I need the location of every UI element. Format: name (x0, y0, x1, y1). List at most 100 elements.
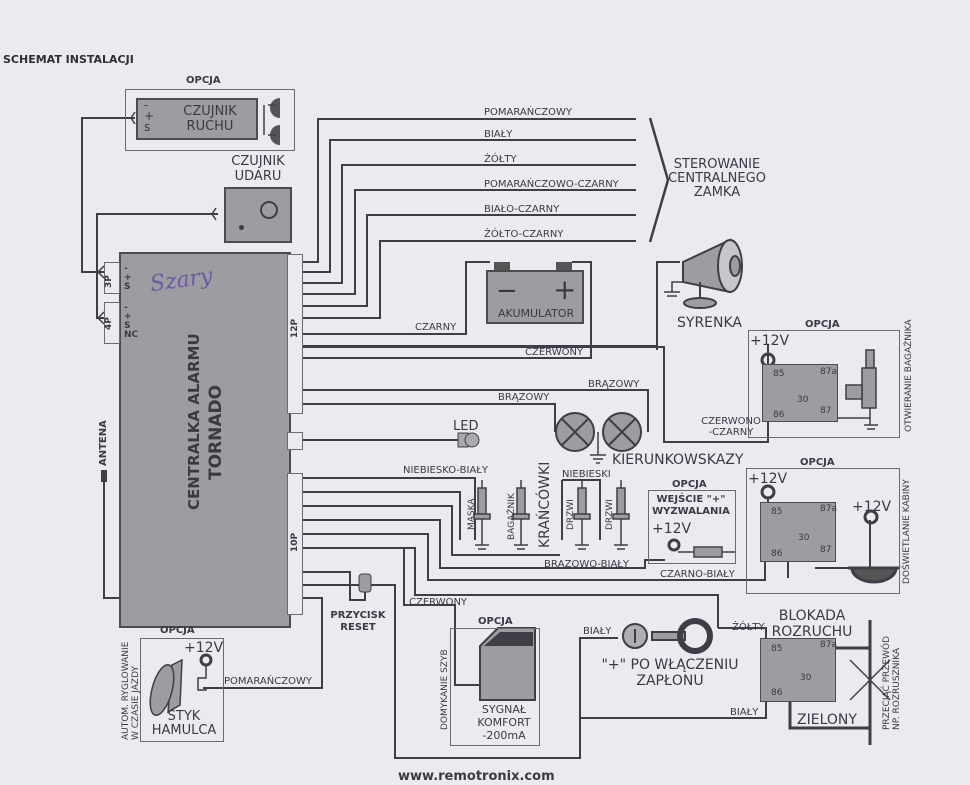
relay-pin: 86 (773, 410, 785, 420)
limit-switches-label: KRAŃCÓWKI (537, 461, 553, 548)
wire-czarno-bialy (292, 533, 766, 581)
relay-pin: 30 (800, 673, 812, 683)
wire-czarny-label: CZARNY (415, 322, 457, 333)
wire-czarny (292, 261, 490, 335)
relay-pin: 85 (773, 369, 785, 379)
wire-bialo-czarny (292, 214, 636, 307)
footer-url[interactable]: www.remotronix.com (398, 769, 555, 784)
central-unit (119, 252, 291, 628)
wire-brazowo-bialy-label: BRĄZOWO-BIAŁY (544, 559, 630, 570)
trigger-label: WEJŚCIE "+"WYZWALANIA (652, 494, 730, 517)
wire-label: POMARAŃCZOWO-CZARNY (484, 179, 619, 190)
relay-pin: 86 (771, 549, 783, 559)
connector-4p-label: 4P (104, 317, 114, 330)
comfort-side-label: DOMYKANIE SZYB (440, 649, 450, 730)
cabin-lamp-voltage: +12V (852, 499, 892, 515)
siren-icon (664, 238, 743, 309)
motion-sensor-option: OPCJA (186, 75, 221, 86)
wire-pomaranczowy-brake (203, 597, 323, 689)
brake-frame (140, 638, 224, 742)
antenna-label: ANTENA (98, 420, 109, 466)
motion-sensor-dome-icon (270, 98, 280, 118)
relay-pin: 30 (797, 395, 809, 405)
switch-label: DRZWI (566, 499, 576, 530)
immobilizer-relay (760, 638, 836, 702)
motion-sensor-pin: -+s (144, 98, 155, 134)
comfort-option: OPCJA (478, 616, 513, 627)
wire-pom-czarny (292, 189, 636, 295)
wire-brazowy-1 (292, 389, 649, 432)
wire-czarno-bialy-label: CZARNO-BIAŁY (660, 569, 735, 580)
cabin-relay-title: DOŚWIETLANIE KABINY (902, 479, 912, 584)
wire-bialy-label: BIAŁY (583, 626, 612, 637)
wire-czerwony-comfort (403, 548, 480, 686)
turn-signal-icon (555, 412, 642, 452)
wire-brazowo-bialy (292, 505, 560, 556)
wire-zielony-label: ZIELONY (797, 712, 857, 728)
wire-zolty (292, 164, 636, 284)
antenna-icon (101, 470, 107, 482)
relay-pin: 87a (820, 640, 837, 650)
connector-3p-label: 3P (104, 275, 114, 288)
wire-pomaranczowy-brake-label: POMARAŃCZOWY (224, 676, 312, 687)
relay-pin: 87a (820, 367, 837, 377)
connector-10p-label: 10P (290, 532, 300, 552)
trunk-relay-voltage: +12V (750, 333, 790, 349)
wire-niebieski (562, 479, 601, 540)
cabin-relay-frame (746, 468, 900, 594)
brake-option: OPCJA (160, 625, 195, 636)
battery-plus: + (553, 273, 577, 306)
wire-zolto-czarny (292, 240, 636, 319)
wire-niebiesko-bialy (292, 477, 476, 540)
connector-led (287, 432, 303, 450)
crosshair-icon (260, 201, 278, 219)
wire-niebiesko-bialy-label: NIEBIESKO-BIAŁY (403, 465, 489, 476)
relay-pin: 87 (820, 406, 832, 416)
wire-pomaranczowy (292, 118, 636, 263)
cabin-lamp-icon (848, 566, 900, 584)
wire-brazowy-label: BRĄZOWY (588, 379, 640, 390)
central-unit-line2: TORNADO (206, 384, 226, 480)
comfort-module-icon (479, 627, 536, 701)
wire-brazowy-2 (292, 403, 556, 432)
brake-pedal-icon (149, 658, 183, 716)
switch-label: BAGAŻNIK (507, 493, 517, 540)
wire-label: BIAŁO-CZARNY (484, 204, 560, 215)
wire-label: BIAŁY (484, 129, 513, 140)
connector-3p (104, 262, 120, 294)
wire-label: ŻÓŁTO-CZARNY (484, 229, 564, 240)
turn-signals-label: KIERUNKOWSKAZY (612, 452, 744, 468)
wire-niebieski-label: NIEBIESKI (562, 469, 611, 480)
trigger-plug-icon (667, 538, 735, 558)
relay-pin: 30 (798, 533, 810, 543)
battery-minus: − (496, 276, 518, 306)
connector-12p (287, 254, 303, 414)
cabin-relay-voltage: +12V (748, 471, 788, 487)
trunk-relay (762, 364, 838, 422)
trunk-actuator-icon (845, 349, 877, 409)
trigger-option: OPCJA (672, 479, 707, 490)
wire-czerwony-batt (292, 261, 592, 359)
wire-czerwony-label: CZERWONY (525, 347, 584, 358)
relay-pin: 85 (771, 507, 783, 517)
wire-brazowy-label: BRĄZOWY (498, 392, 550, 403)
brake-voltage: +12V (184, 640, 224, 656)
trunk-relay-option: OPCJA (805, 319, 840, 330)
wire-czerwono-czarny-label: CZERWONO-CZARNY (701, 416, 761, 438)
motion-sensor (136, 98, 258, 140)
wire-label: POMARAŃCZOWY (484, 107, 572, 118)
relay-pin: 85 (771, 644, 783, 654)
trunk-relay-title: OTWIERANIE BAGAŻNIKA (904, 319, 914, 432)
page-title: SCHEMAT INSTALACJI (3, 53, 134, 66)
connector-10p (287, 473, 303, 615)
cabin-relay-option: OPCJA (800, 457, 835, 468)
siren-label: SYRENKA (677, 315, 742, 331)
trigger-frame (648, 490, 736, 564)
